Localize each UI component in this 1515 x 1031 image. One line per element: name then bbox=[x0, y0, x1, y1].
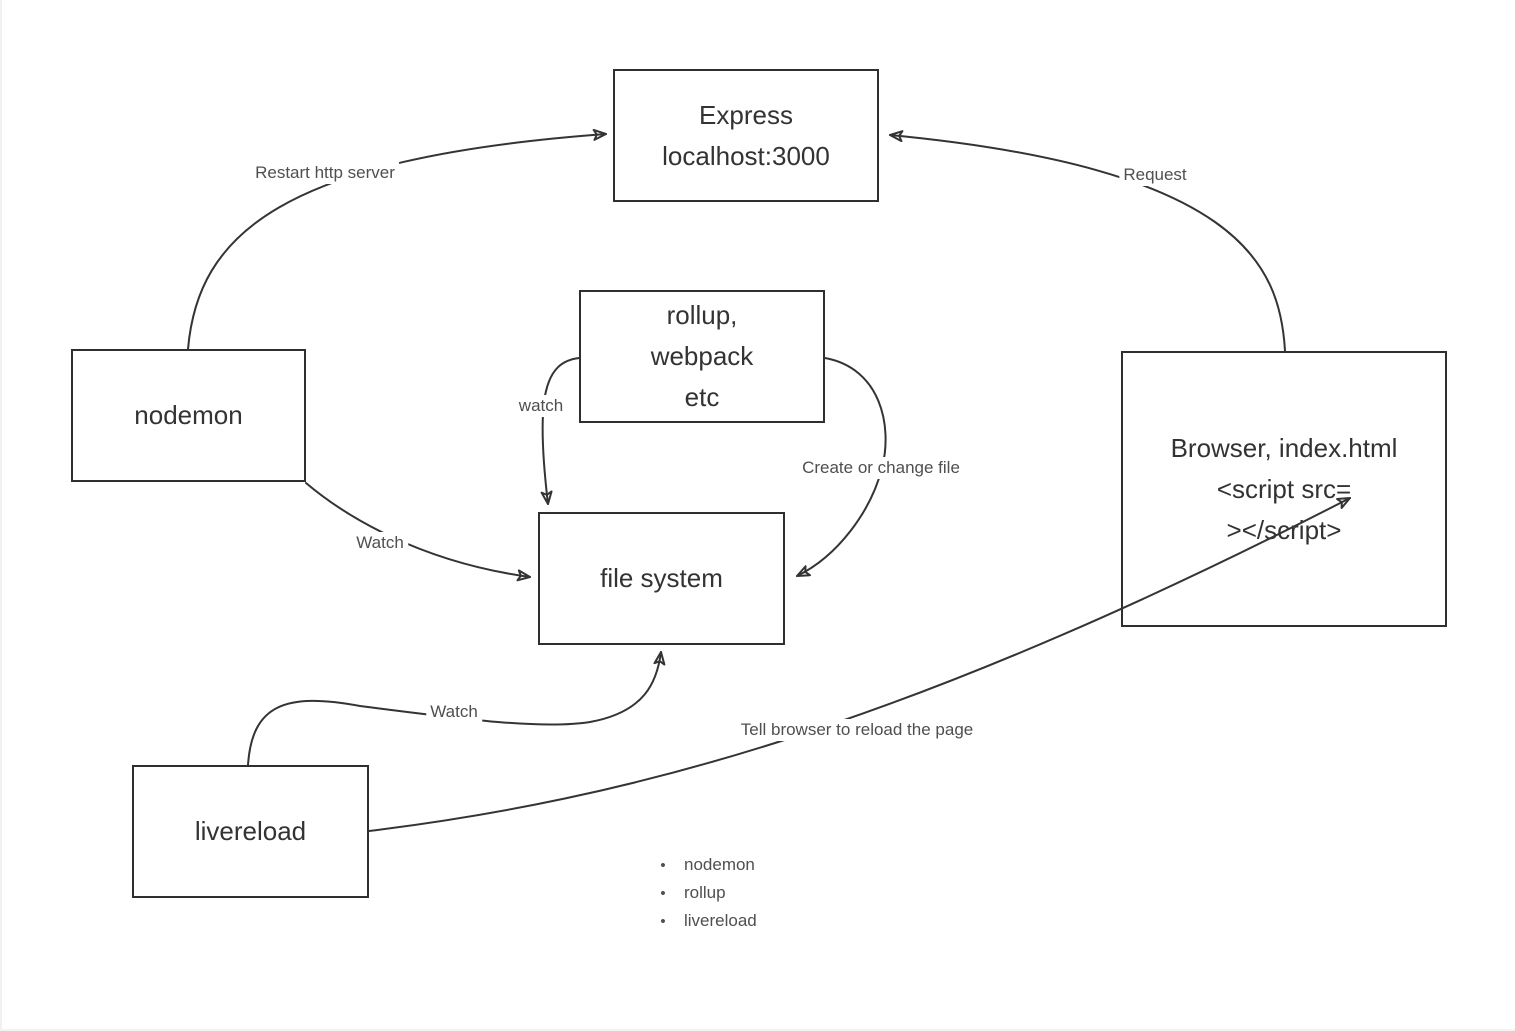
edge-bundler-to-filesystem-watch[interactable] bbox=[540, 357, 580, 505]
node-express-line2: localhost:3000 bbox=[662, 140, 830, 171]
node-bundler-line3: etc bbox=[684, 382, 720, 412]
list-item-label: nodemon bbox=[684, 855, 755, 874]
edge-label-watch-nodemon[interactable]: Watch bbox=[352, 532, 408, 554]
edge-label-request[interactable]: Request bbox=[1119, 164, 1191, 186]
node-browser[interactable]: Browser, index.html <script src= ></scri… bbox=[1121, 351, 1447, 627]
edge-nodemon-to-filesystem[interactable] bbox=[305, 482, 531, 582]
edge-label-watch-livereload[interactable]: Watch bbox=[426, 701, 482, 723]
node-browser-line3: ></script> bbox=[1226, 514, 1342, 545]
node-bundler[interactable]: rollup, webpack etc bbox=[579, 290, 825, 423]
node-nodemon[interactable]: nodemon bbox=[71, 349, 306, 482]
bullet-icon: • bbox=[660, 912, 666, 930]
node-livereload[interactable]: livereload bbox=[132, 765, 369, 898]
node-browser-line2: <script src= bbox=[1216, 473, 1352, 504]
node-filesystem-label: file system bbox=[600, 563, 723, 593]
list-item-label: livereload bbox=[684, 911, 757, 930]
tools-list[interactable]: • nodemon • rollup • livereload bbox=[658, 851, 757, 935]
node-bundler-line2: webpack bbox=[650, 341, 754, 371]
edge-label-tell-browser-reload[interactable]: Tell browser to reload the page bbox=[736, 719, 978, 741]
node-bundler-line1: rollup, bbox=[666, 300, 738, 330]
node-file-system[interactable]: file system bbox=[538, 512, 785, 645]
node-express-server[interactable]: Express localhost:3000 bbox=[613, 69, 879, 202]
node-browser-line1: Browser, index.html bbox=[1170, 432, 1398, 463]
edge-label-watch-bundler[interactable]: watch bbox=[514, 395, 568, 417]
edge-label-create-or-change-file[interactable]: Create or change file bbox=[798, 457, 964, 479]
list-item-label: rollup bbox=[684, 883, 726, 902]
node-nodemon-label: nodemon bbox=[134, 400, 243, 430]
edge-browser-to-express[interactable] bbox=[889, 130, 1286, 352]
list-item: • nodemon bbox=[658, 851, 757, 879]
edge-label-restart-http-server[interactable]: Restart http server bbox=[251, 162, 399, 184]
edge-nodemon-to-express[interactable] bbox=[187, 128, 607, 350]
bullet-icon: • bbox=[660, 856, 666, 874]
list-item: • rollup bbox=[658, 879, 757, 907]
list-item: • livereload bbox=[658, 907, 757, 935]
node-livereload-label: livereload bbox=[194, 816, 307, 846]
node-express-line1: Express bbox=[699, 99, 793, 130]
bullet-icon: • bbox=[660, 884, 666, 902]
